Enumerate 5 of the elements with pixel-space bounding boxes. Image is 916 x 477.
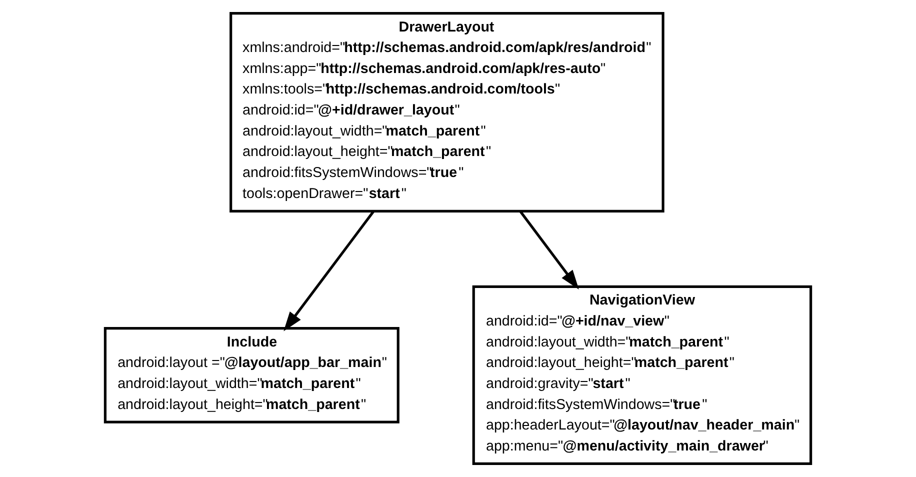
- node-box: Include android:layout ="@layout/app_bar_main" android:layout_width="match_parent" android:layout_height="match_parent": [104, 327, 400, 424]
- arrow: [519, 210, 579, 290]
- node-box: DrawerLayout xmlns:android="http://schemas.android.com/apk/res/android" xmlns:app="http://schemas.android.com/apk/res-auto" xmlns:tools="http://schemas.android.com/tools" android:id="@+id/drawer_layout" android:layout_width="match_parent" android:layout_height="match_parent" android:fitsSystemWindows="true" tools:openDrawer="start": [230, 12, 664, 212]
- arrow: [284, 210, 375, 332]
- node-box: NavigationView android:id="@+id/nav_view" android:layout_width="match_parent" android:layout_height="match_parent" android:gravity="start" android:fitsSystemWindows="true" app:headerLayout="@layout/nav_header_main" app:menu="@menu/activity_main_drawer": [472, 285, 812, 466]
